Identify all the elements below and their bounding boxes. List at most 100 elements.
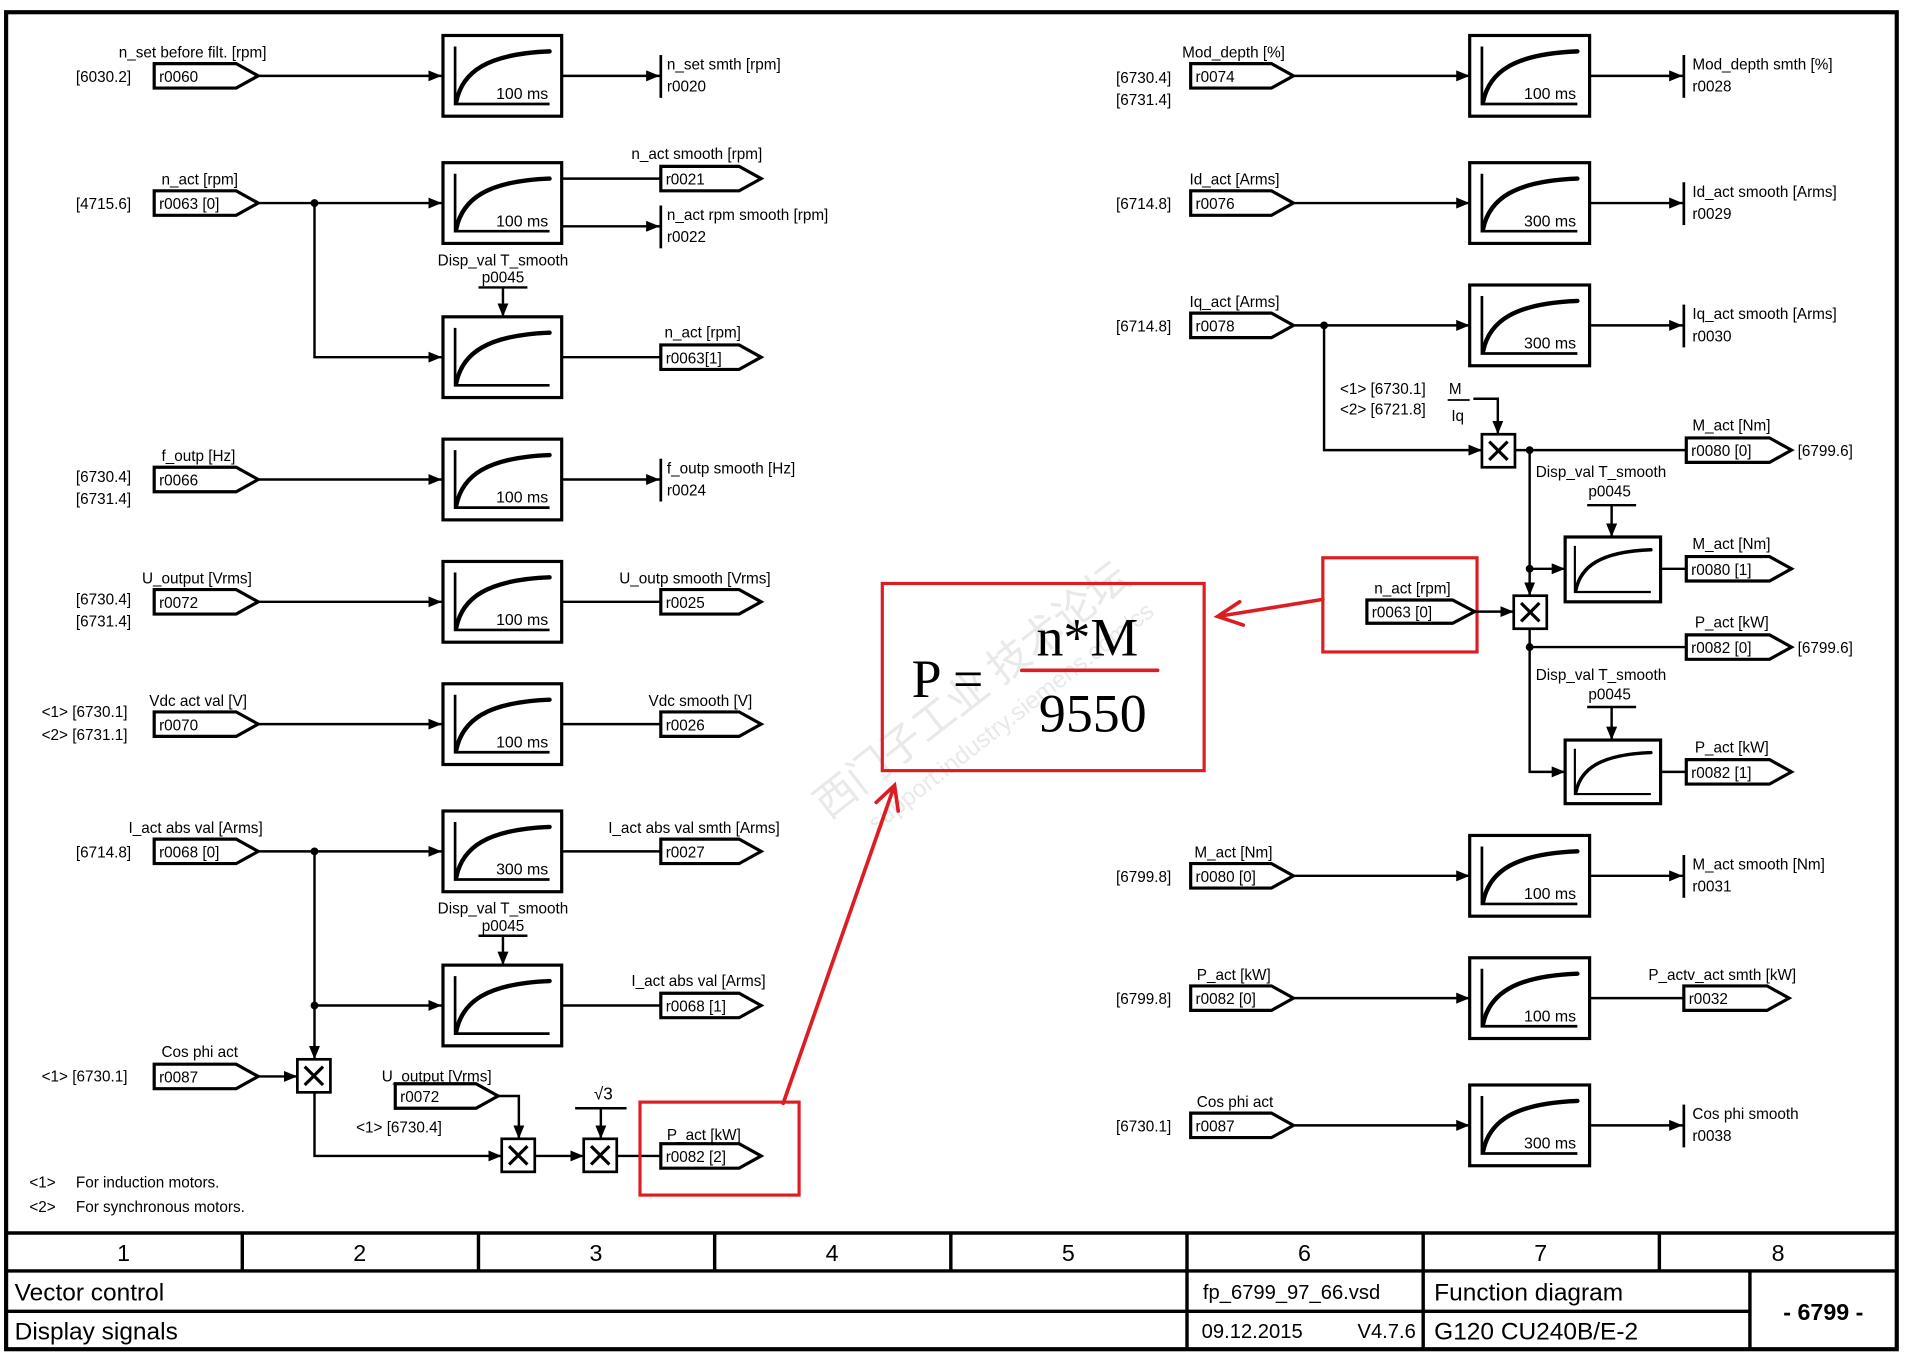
output-connector <box>659 164 765 193</box>
input-param: r0080 [0] <box>1196 869 1256 886</box>
output-label: P_act [kW] <box>667 1127 741 1144</box>
document-type: Function diagram <box>1434 1279 1623 1306</box>
filter-time: 100 ms <box>496 734 548 751</box>
smoothing-label: Disp_val T_smooth <box>1536 464 1667 481</box>
output-param: r0080 [0] <box>1691 443 1751 460</box>
torque-constant-denominator: Iq <box>1451 408 1464 425</box>
output-label: n_act rpm smooth [rpm] <box>667 207 828 224</box>
cross-ref: [4715.6] <box>76 196 131 213</box>
output-param: r0030 <box>1692 328 1731 345</box>
signal-line <box>313 1092 502 1162</box>
cross-ref: <2> [6721.8] <box>1340 402 1426 419</box>
footnote-mark: <1> <box>29 1175 55 1192</box>
cross-ref: [6799.8] <box>1116 991 1171 1008</box>
input-param: r0076 <box>1196 196 1235 213</box>
block-power-calculation: Cos phi act <1> [6730.1] r0087 U_output … <box>42 1044 801 1197</box>
output-connector <box>659 710 765 738</box>
input-param: r0066 <box>159 473 198 490</box>
cross-ref: [6730.1] <box>1116 1118 1171 1135</box>
cross-ref: [6731.4] <box>1116 92 1171 109</box>
filter-time: 300 ms <box>496 862 548 879</box>
input-connector <box>1365 598 1478 625</box>
multiply-icon <box>303 1065 325 1087</box>
output-connector <box>1682 984 1793 1012</box>
column-number: 7 <box>1534 1240 1547 1266</box>
input-connector <box>1189 861 1297 890</box>
cross-ref: [6730.4] <box>76 469 131 486</box>
output-connector <box>659 587 765 616</box>
red-arrow-icon <box>781 781 901 1106</box>
filter-time: 100 ms <box>1524 1008 1576 1025</box>
output-connector <box>1684 758 1795 786</box>
output-param: r0082 [1] <box>1691 765 1751 782</box>
output-param: r0027 <box>666 844 705 861</box>
smoothing-label: Disp_val T_smooth <box>438 901 569 918</box>
input-connector <box>1189 984 1297 1012</box>
output-connector <box>1684 554 1795 583</box>
multiply-icon <box>1488 440 1509 462</box>
input-label: n_set before filt. [rpm] <box>119 44 267 61</box>
output-label: f_outp smooth [Hz] <box>667 460 795 477</box>
formula-box <box>880 581 1206 773</box>
filter-time: 100 ms <box>1524 886 1576 903</box>
input-connector <box>152 465 262 494</box>
block-u-output: U_output [Vrms] [6730.4] [6731.4] r0072 … <box>76 559 771 644</box>
cross-ref: [6714.8] <box>1116 196 1171 213</box>
filter-time: 300 ms <box>1524 1136 1576 1153</box>
input-connector <box>1189 62 1297 90</box>
input-param: r0078 <box>1196 318 1235 335</box>
signal-line <box>313 203 442 363</box>
footnotes: <1> For induction motors. <2> For synchr… <box>29 1175 245 1216</box>
input-label: U_output [Vrms] <box>382 1068 492 1085</box>
output-param: r0022 <box>667 229 706 246</box>
input-connector <box>152 587 262 616</box>
revision-date: 09.12.2015 <box>1202 1321 1303 1343</box>
input-label: M_act [Nm] <box>1194 844 1272 861</box>
cross-ref: <1> [6730.1] <box>42 1068 128 1085</box>
filter-time: 100 ms <box>496 490 548 507</box>
signal-line <box>1322 325 1482 456</box>
output-label: Iq_act smooth [Arms] <box>1692 306 1836 323</box>
output-label: n_act [rpm] <box>664 325 740 342</box>
formula-denominator: 9550 <box>1039 683 1147 743</box>
input-param: r0063 [0] <box>159 196 219 213</box>
output-param: r0082 [0] <box>1691 640 1751 657</box>
input-label: Cos phi act <box>1197 1094 1274 1111</box>
output-label: P_act [kW] <box>1695 615 1769 632</box>
column-number: 1 <box>117 1240 130 1266</box>
column-number: 4 <box>826 1240 839 1266</box>
input-connector <box>1189 311 1297 340</box>
formula-lhs: P = <box>912 649 984 709</box>
input-connector <box>393 1082 502 1110</box>
signal-line <box>498 1094 525 1139</box>
multiplier-block <box>1480 432 1517 469</box>
input-connector <box>152 1062 262 1091</box>
highlight-box-n-act <box>1321 556 1479 654</box>
cross-ref: <1> [6730.4] <box>356 1120 442 1137</box>
multiplier-block <box>1512 594 1549 631</box>
input-param: r0087 <box>159 1070 198 1087</box>
filter-time: 100 ms <box>496 86 548 103</box>
output-param: r0080 [1] <box>1691 562 1751 579</box>
smoothing-label: Disp_val T_smooth <box>1536 667 1667 684</box>
output-label: I_act abs val [Arms] <box>631 973 765 990</box>
output-connector <box>659 991 765 1020</box>
sheet-number: - 6799 - <box>1783 1299 1863 1325</box>
input-connector <box>1189 189 1297 217</box>
cross-ref: [6730.4] <box>1116 70 1171 87</box>
input-label: Id_act [Arms] <box>1189 172 1279 189</box>
output-connector <box>659 1142 765 1170</box>
input-param: r0087 <box>1196 1118 1235 1135</box>
output-param: r0068 [1] <box>666 999 726 1016</box>
output-param: r0032 <box>1689 991 1728 1008</box>
cross-ref: [6731.4] <box>76 613 131 630</box>
red-arrow-icon <box>1213 597 1325 627</box>
output-label: n_act smooth [rpm] <box>631 146 762 163</box>
signal-line <box>1528 628 1566 778</box>
output-param: r0031 <box>1692 879 1731 896</box>
cross-ref: [6714.8] <box>76 844 131 861</box>
subject-title: Display signals <box>15 1318 178 1345</box>
output-connector <box>659 837 765 866</box>
multiplier-block <box>582 1137 619 1174</box>
